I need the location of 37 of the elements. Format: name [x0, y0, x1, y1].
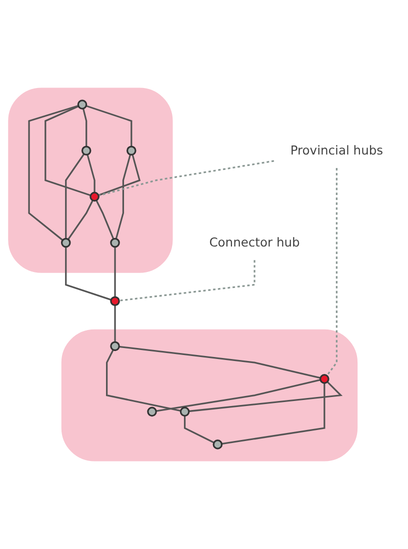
node-circle — [110, 238, 120, 248]
node-circle — [110, 296, 120, 306]
node-circle — [90, 192, 100, 202]
cluster — [8, 88, 173, 273]
node-text: Provincial hubs — [290, 143, 384, 158]
connector — [114, 246, 116, 298]
node-circle — [110, 341, 120, 352]
connector — [326, 168, 338, 376]
connector — [28, 104, 79, 241]
cluster — [61, 329, 358, 462]
node-circle — [77, 100, 88, 110]
node-circle — [180, 406, 190, 417]
connector — [114, 305, 116, 342]
connector — [96, 200, 114, 240]
connector — [115, 154, 132, 240]
node-circle — [81, 146, 92, 156]
connector — [68, 200, 94, 240]
connector — [65, 246, 112, 301]
connector — [106, 349, 181, 412]
node-circle — [126, 146, 136, 156]
connector — [188, 381, 343, 412]
node-circle — [212, 440, 223, 450]
connector — [118, 260, 256, 302]
node-circle — [60, 238, 71, 248]
connector — [222, 383, 326, 445]
connector — [65, 154, 85, 239]
connector — [184, 416, 214, 444]
node-text: Connector hub — [209, 235, 300, 250]
node-circle — [147, 406, 157, 417]
connector — [86, 105, 132, 147]
connector — [98, 160, 274, 196]
connector — [44, 105, 91, 196]
connector — [118, 346, 321, 379]
node-circle — [320, 374, 330, 384]
connector — [82, 108, 88, 147]
connector — [156, 379, 321, 412]
connector — [86, 154, 96, 193]
